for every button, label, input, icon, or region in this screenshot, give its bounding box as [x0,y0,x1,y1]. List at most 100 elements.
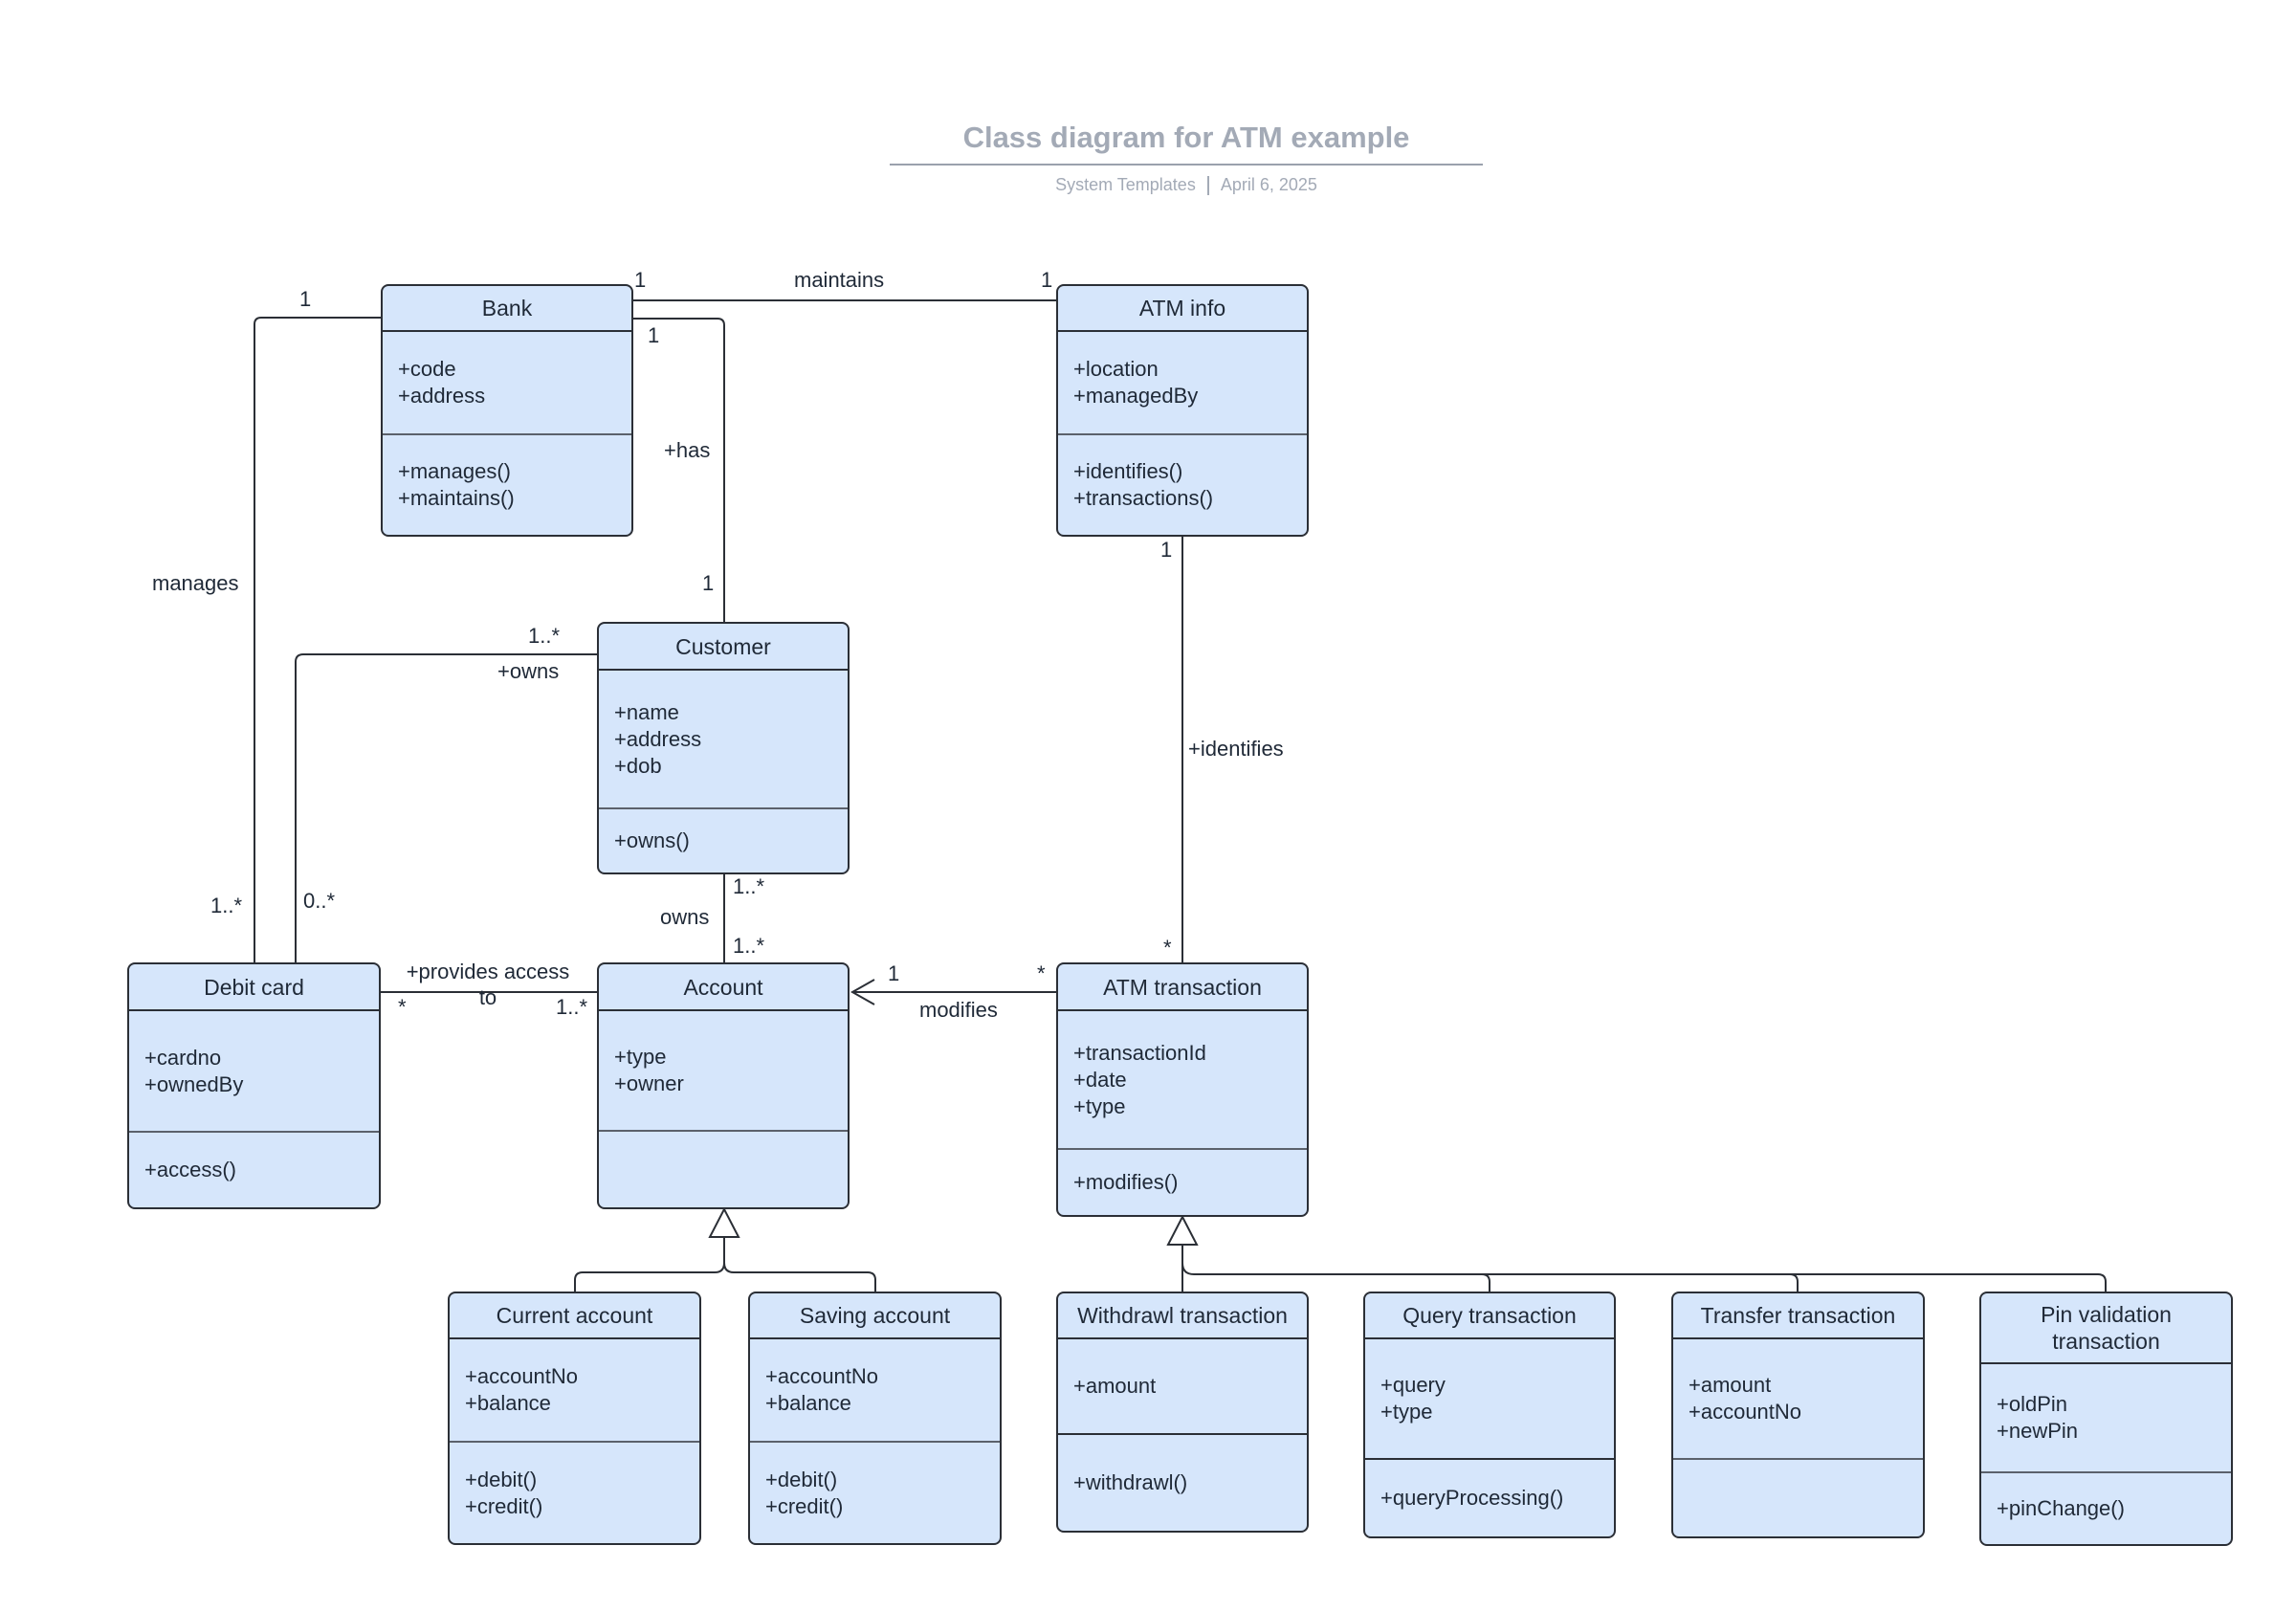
provides-access-mult-account: 1..* [556,995,588,1019]
attribute: +accountNo [1689,1400,1802,1424]
class-operations: +owns() [599,809,848,872]
class-operations [1673,1460,1923,1536]
attribute: +oldPin [1997,1392,2068,1416]
generalization-transaction-triangle [1166,1214,1199,1246]
class-name: Transfer transaction [1673,1293,1923,1339]
attribute: +dob [614,753,662,778]
modifies-mult-account: 1 [888,961,900,985]
class-name: Account [599,964,848,1011]
attribute: +cardno [144,1045,222,1070]
generalization-account-tree[interactable] [574,1237,876,1292]
owns-label: owns [660,905,710,929]
class-debit-card[interactable]: Debit card +cardno +ownedBy +access() [127,962,381,1209]
operation: +maintains() [398,486,515,510]
association-manages-line[interactable] [254,317,381,962]
association-customer-owns-card-line[interactable] [295,653,597,962]
association-has-line[interactable] [633,318,725,622]
customer-owns-card-label: +owns [497,659,560,683]
attribute: +managedBy [1073,384,1199,408]
class-attributes: +oldPin +newPin [1981,1364,2231,1473]
attribute: +balance [465,1391,551,1415]
class-attributes: +amount [1058,1339,1307,1435]
operation: +transactions() [1073,486,1214,510]
class-pin-validation-transaction[interactable]: Pin validation transaction +oldPin +newP… [1979,1292,2233,1546]
class-attributes: +code +address [383,332,631,435]
operation: +credit() [765,1493,844,1518]
class-name: Pin validation transaction [1981,1293,2231,1364]
generalization-account-triangle [708,1206,740,1238]
class-account[interactable]: Account +type +owner [597,962,850,1209]
class-name: Debit card [129,964,379,1011]
operation: +queryProcessing() [1380,1486,1564,1510]
generalization-transaction-tree[interactable] [1181,1245,2107,1292]
manages-mult-debit-card: 1..* [210,894,243,917]
attribute: +owner [614,1071,684,1095]
attribute: +type [614,1045,667,1069]
class-query-transaction[interactable]: Query transaction +query +type +queryPro… [1363,1292,1616,1538]
class-transfer-transaction[interactable]: Transfer transaction +amount +accountNo [1671,1292,1925,1538]
attribute: +location [1073,357,1159,381]
class-customer[interactable]: Customer +name +address +dob +owns() [597,622,850,874]
modifies-mult-atm-transaction: * [1037,961,1046,985]
class-bank[interactable]: Bank +code +address +manages() +maintain… [381,284,633,537]
class-attributes: +location +managedBy [1058,332,1307,435]
has-mult-customer: 1 [702,571,715,595]
operation: +credit() [465,1493,543,1518]
attribute: +transactionId [1073,1040,1206,1065]
maintains-label: maintains [794,268,885,292]
class-operations [599,1132,848,1207]
class-operations: +identifies() +transactions() [1058,435,1307,535]
identifies-mult-atm-transaction: * [1163,936,1172,960]
class-atm-info[interactable]: ATM info +location +managedBy +identifie… [1056,284,1309,537]
has-mult-bank: 1 [648,323,660,347]
title-underline [890,164,1483,166]
attribute: +query [1380,1373,1446,1397]
diagram-source: System Templates [1055,175,1196,194]
class-operations: +modifies() [1058,1150,1307,1215]
class-attributes: +accountNo +balance [750,1339,1000,1443]
class-name: Current account [450,1293,699,1339]
class-attributes: +cardno +ownedBy [129,1011,379,1133]
attribute: +accountNo [465,1364,579,1388]
class-attributes: +type +owner [599,1011,848,1132]
operation: +debit() [765,1467,838,1491]
provides-access-label-line1: +provides access [406,960,570,983]
class-attributes: +accountNo +balance [450,1339,699,1443]
class-current-account[interactable]: Current account +accountNo +balance +deb… [448,1292,701,1545]
manages-label: manages [152,571,239,595]
class-saving-account[interactable]: Saving account +accountNo +balance +debi… [748,1292,1002,1545]
attribute: +type [1380,1400,1433,1424]
maintains-mult-bank: 1 [634,268,647,292]
association-modifies-arrowhead [850,979,875,1005]
class-attributes: +name +address +dob [599,671,848,809]
identifies-mult-atm-info: 1 [1160,538,1173,562]
attribute: +type [1073,1093,1126,1118]
class-name: Query transaction [1365,1293,1614,1339]
operation: +identifies() [1073,459,1183,483]
class-name: Bank [383,286,631,332]
attribute: +ownedBy [144,1071,244,1096]
class-name: ATM transaction [1058,964,1307,1011]
customer-owns-card-mult-debit-card: 0..* [303,889,336,913]
provides-access-mult-debit-card: * [398,995,407,1019]
class-name: Customer [599,624,848,671]
owns-mult-account: 1..* [733,934,765,958]
attribute: +balance [765,1391,851,1415]
class-operations: +pinChange() [1981,1473,2231,1544]
subtitle-separator [1206,176,1209,196]
class-atm-transaction[interactable]: ATM transaction +transactionId +date +ty… [1056,962,1309,1217]
diagram-title: Class diagram for ATM example [962,121,1410,154]
class-operations: +queryProcessing() [1365,1460,1614,1536]
provides-access-label: +provides access to [392,959,584,1010]
operation: +access() [144,1158,236,1181]
has-label: +has [664,438,711,462]
manages-mult-bank: 1 [299,287,312,311]
class-attributes: +amount +accountNo [1673,1339,1923,1460]
class-withdrawl-transaction[interactable]: Withdrawl transaction +amount +withdrawl… [1056,1292,1309,1533]
operation: +debit() [465,1467,538,1491]
owns-mult-customer: 1..* [733,874,765,898]
provides-access-label-line2: to [478,985,497,1009]
class-attributes: +transactionId +date +type [1058,1011,1307,1150]
